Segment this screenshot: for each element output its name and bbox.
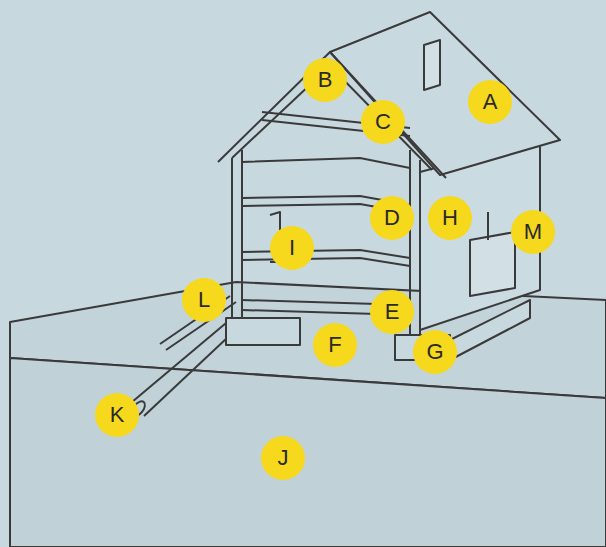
callout-letter: A [483,91,498,113]
callout-circle: C [361,100,405,144]
callout-letter: L [198,289,210,311]
callout-letter: C [375,111,391,133]
callout-letter: B [318,69,333,91]
callout-circle: M [511,210,555,254]
callout-circle: I [270,226,314,270]
callout-circle: G [413,330,457,374]
callout-letter: G [426,341,443,363]
callout-circle: K [95,393,139,437]
callout-letter: E [385,301,400,323]
callout-circle: J [261,436,305,480]
callout-circle: F [313,323,357,367]
callout-letter: J [278,447,289,469]
callout-letter: F [328,334,341,356]
callout-circle: D [370,196,414,240]
callout-circle: A [468,80,512,124]
callout-circle: L [182,278,226,322]
callout-circle: H [428,196,472,240]
callout-circle: B [303,58,347,102]
callout-letter: D [384,207,400,229]
callout-circle: E [370,290,414,334]
callout-letter: M [524,221,542,243]
callout-letter: I [289,237,295,259]
callout-letter: H [442,207,458,229]
callout-letter: K [110,404,125,426]
